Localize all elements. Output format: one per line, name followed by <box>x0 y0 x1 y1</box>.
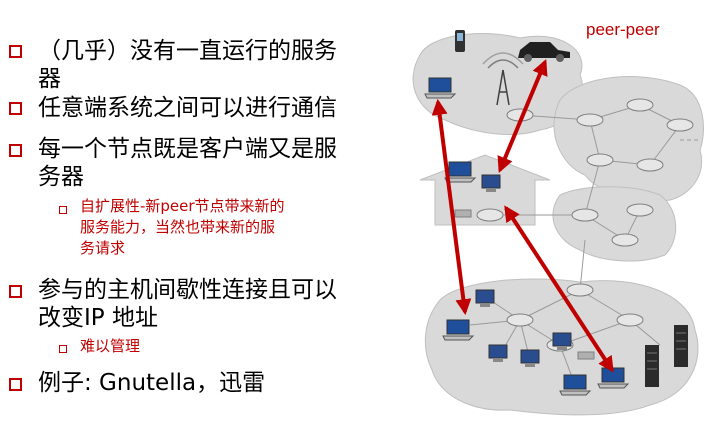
bullet-4: 参与的主机间歇性连接且可以 改变IP 地址 <box>38 276 337 332</box>
router-icon <box>572 209 598 221</box>
laptop-icon <box>425 78 455 98</box>
sub-bullet-1: 自扩展性-新peer节点带来新的 服务能力，当然也带来新的服 务请求 <box>80 196 285 259</box>
server-icon <box>645 345 659 387</box>
sub-bullet-2: 难以管理 <box>80 336 140 357</box>
isp-network-cloud <box>553 187 676 261</box>
router-icon <box>627 99 653 111</box>
sub-bullet-1-line2: 服务能力，当然也带来新的服 <box>80 217 285 238</box>
router-icon <box>617 314 643 326</box>
sub-bullet-marker-1 <box>59 206 67 214</box>
bullet-list: （几乎）没有一直运行的服务 器 任意端系统之间可以进行通信 每一个节点既是客户端… <box>0 0 400 429</box>
router-icon <box>507 314 533 326</box>
core-network-cloud <box>554 77 703 202</box>
router-icon <box>577 114 603 126</box>
bullet-5: 例子: Gnutella，迅雷 <box>38 369 265 397</box>
sub-bullet-marker-2 <box>59 345 67 353</box>
bullet-marker-2 <box>9 102 22 115</box>
router-icon <box>612 234 638 246</box>
cellphone-icon <box>455 30 465 52</box>
sub-bullet-1-line1: 自扩展性-新peer节点带来新的 <box>80 196 285 217</box>
laptop-icon <box>598 368 628 388</box>
bullet-3-line2: 务器 <box>38 163 337 191</box>
bullet-1-line1: （几乎）没有一直运行的服务 <box>38 37 337 65</box>
bullet-marker-1 <box>9 45 22 58</box>
bullet-4-line1: 参与的主机间歇性连接且可以 <box>38 276 337 304</box>
bullet-marker-5 <box>9 378 22 391</box>
laptop-icon <box>560 375 590 395</box>
bullet-marker-4 <box>9 285 22 298</box>
laptop-icon <box>443 320 473 340</box>
network-diagram <box>400 0 707 429</box>
bullet-1-line2: 器 <box>38 65 337 93</box>
sub-bullet-1-line3: 务请求 <box>80 238 285 259</box>
bullet-marker-3 <box>9 144 22 157</box>
router-icon <box>567 284 593 296</box>
access-point-icon <box>578 352 594 359</box>
bullet-1: （几乎）没有一直运行的服务 器 <box>38 37 337 93</box>
router-icon <box>477 209 503 221</box>
access-point-icon <box>455 210 471 217</box>
bullet-3-line1: 每一个节点既是客户端又是服 <box>38 135 337 163</box>
router-icon <box>627 204 653 216</box>
bullet-2: 任意端系统之间可以进行通信 <box>38 94 337 122</box>
router-icon <box>637 159 663 171</box>
bullet-3: 每一个节点既是客户端又是服 务器 <box>38 135 337 191</box>
router-icon <box>587 154 613 166</box>
server-icon <box>674 325 688 367</box>
bullet-4-line2: 改变IP 地址 <box>38 304 337 332</box>
router-icon <box>667 119 693 131</box>
